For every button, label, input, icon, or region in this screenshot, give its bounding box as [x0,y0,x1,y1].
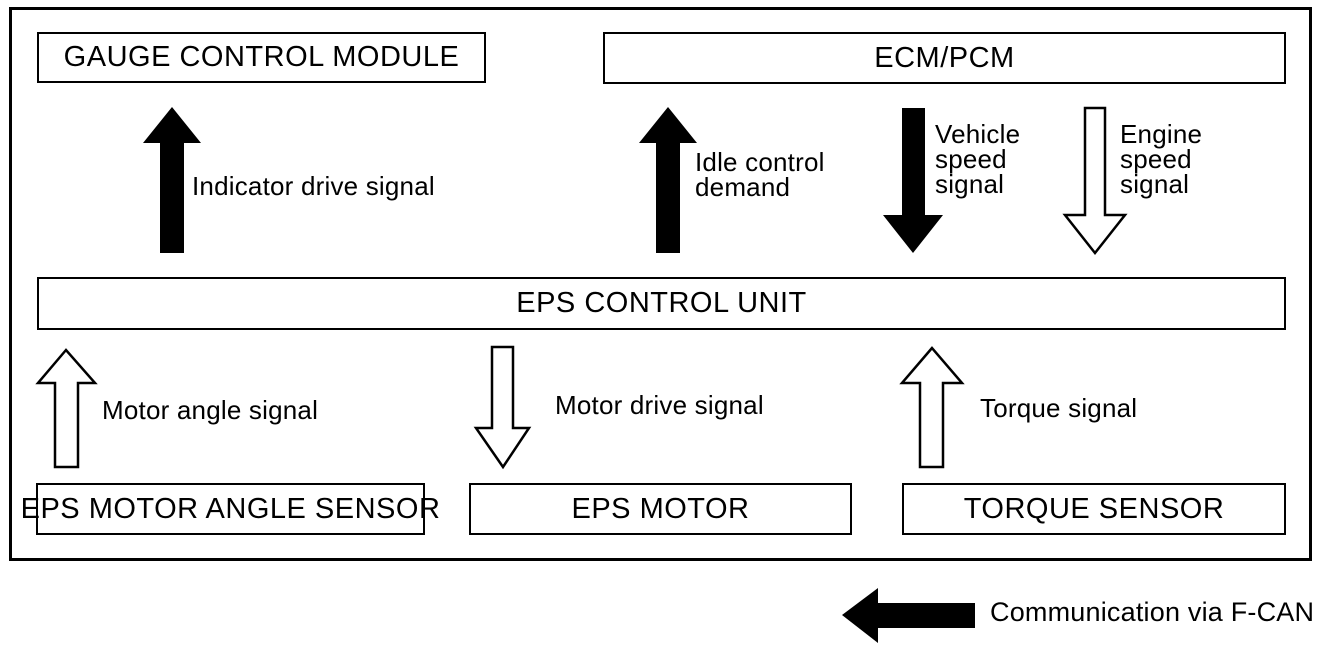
indicator-drive-signal-label: Indicator drive signal [192,171,435,201]
f-can-legend-label: Communication via F-CAN [990,597,1315,627]
ecm-pcm-label: ECM/PCM [874,41,1015,74]
motor-drive-signal-label: Motor drive signal [555,390,764,420]
eps-control-unit-label: EPS CONTROL UNIT [516,287,807,319]
gauge-control-module-box: GAUGE CONTROL MODULE [37,32,486,83]
torque-sensor-box: TORQUE SENSOR [902,483,1286,535]
torque-sensor-label: TORQUE SENSOR [963,492,1225,525]
idle-control-demand-label: Idle control demand [695,147,825,202]
ecm-pcm-box: ECM/PCM [603,32,1286,84]
engine-speed-signal-label: Engine speed signal [1120,119,1203,199]
eps-motor-label: EPS MOTOR [571,492,750,525]
eps-control-unit-box: EPS CONTROL UNIT [37,277,1286,330]
motor-angle-signal-label: Motor angle signal [102,395,319,425]
eps-motor-angle-sensor-label: EPS MOTOR ANGLE SENSOR [20,492,441,525]
torque-signal-label: Torque signal [980,393,1138,423]
f-can-legend-arrow-icon [842,588,975,643]
eps-motor-angle-sensor-box: EPS MOTOR ANGLE SENSOR [21,483,440,535]
gauge-control-module-label: GAUGE CONTROL MODULE [63,41,460,73]
vehicle-speed-signal-label: Vehicle speed signal [935,119,1021,199]
eps-motor-box: EPS MOTOR [469,483,852,535]
